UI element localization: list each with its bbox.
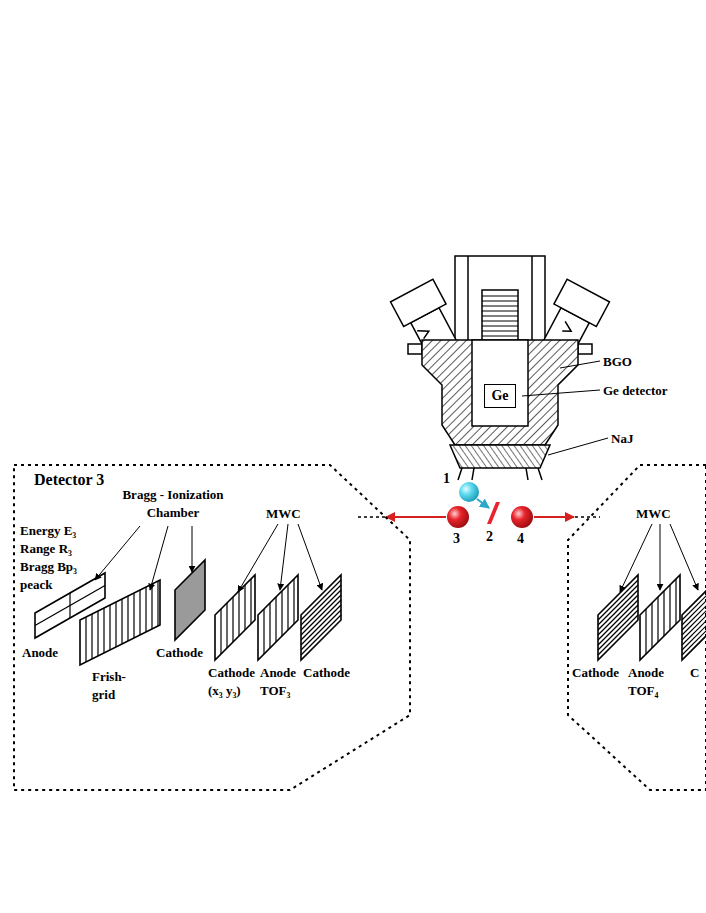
reaction	[355, 482, 600, 528]
part-label: Bragg - Ionization Chamber	[108, 486, 238, 522]
part-label: BGO	[603, 353, 632, 371]
part-label: Frish-grid	[92, 668, 136, 704]
region-heading: Detector 3	[34, 471, 104, 489]
part-label: Cathode	[572, 664, 619, 682]
part-label: C	[690, 664, 699, 682]
part-label: Cathode	[303, 664, 350, 682]
callout-number: 2	[486, 528, 493, 546]
part-label: MWC	[636, 505, 671, 523]
chamber-plates	[35, 560, 706, 665]
part-label: Anode TOF₃	[260, 664, 302, 700]
measurement-label: Energy E₃	[20, 522, 76, 540]
callout-number: 4	[517, 530, 524, 548]
measurement-label: Range R₃	[20, 540, 72, 558]
part-label: Anode	[22, 644, 58, 662]
leader-arrows	[95, 524, 698, 592]
part-label: Cathode (x₃ y₃)	[208, 664, 260, 700]
callout-number: 3	[453, 530, 460, 548]
crystal-label: Ge	[491, 388, 508, 404]
detector-crystal: Ge	[484, 384, 516, 408]
leader-lines	[522, 361, 608, 455]
part-label: Anode TOF₄	[628, 664, 672, 700]
region-outline	[14, 465, 410, 790]
part-label: Cathode	[156, 644, 203, 662]
part-label: NaJ	[611, 430, 633, 448]
part-label: Ge detector	[603, 382, 668, 400]
detector-region: Detector 3	[14, 465, 410, 790]
callout-number: 1	[443, 470, 450, 488]
measurement-label: Bragg Bp₃ peack	[20, 558, 98, 594]
part-label: MWC	[266, 505, 301, 523]
gamma-detector	[391, 256, 610, 480]
